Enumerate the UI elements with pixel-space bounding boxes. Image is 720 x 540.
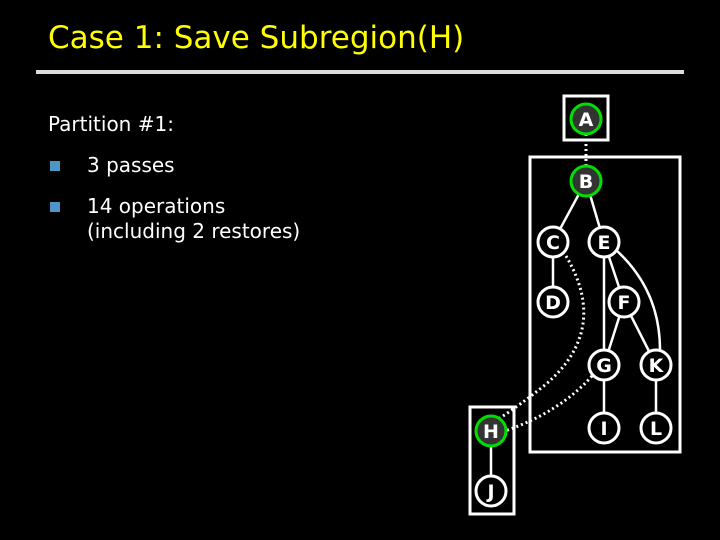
node-circle <box>587 411 621 445</box>
node-circle <box>536 285 570 319</box>
node-d: D <box>536 285 570 319</box>
node-label: H <box>483 421 499 443</box>
edge-b-e <box>589 195 601 228</box>
group-box-hj <box>468 405 516 516</box>
node-circle <box>639 348 673 382</box>
node-i: I <box>587 411 621 445</box>
node-g: G <box>587 348 621 382</box>
node-circle <box>587 348 621 382</box>
node-label: K <box>649 355 665 377</box>
bullet-square-icon <box>50 202 60 212</box>
edge-f-k <box>629 314 651 353</box>
edge-e-f <box>607 255 621 289</box>
node-label: J <box>485 481 494 503</box>
edge-g-h <box>504 375 594 433</box>
slide-title: Case 1: Save Subregion(H) <box>48 20 465 56</box>
node-f: F <box>607 285 641 319</box>
node-label: A <box>579 109 594 131</box>
node-label: D <box>545 292 561 314</box>
edge-b-c <box>559 193 580 230</box>
node-circle <box>474 414 508 448</box>
node-circle <box>607 285 641 319</box>
node-circle <box>569 102 603 136</box>
node-circle <box>587 225 621 259</box>
node-circle <box>639 411 673 445</box>
node-b: B <box>569 164 603 198</box>
node-l: L <box>639 411 673 445</box>
title-divider <box>36 70 684 74</box>
node-c: C <box>536 225 570 259</box>
bullet-square-icon <box>50 161 60 171</box>
node-a: A <box>569 102 603 136</box>
node-label: B <box>579 171 593 193</box>
bullet-text: 14 operations <box>87 194 226 218</box>
node-label: C <box>546 232 560 254</box>
group-box-bcdefgkil <box>528 155 682 454</box>
node-circle <box>536 225 570 259</box>
node-k: K <box>639 348 673 382</box>
node-label: L <box>650 418 662 440</box>
node-circle <box>474 474 508 508</box>
node-j: J <box>474 474 508 508</box>
edge-f-g <box>607 315 621 352</box>
node-e: E <box>587 225 621 259</box>
bullet-text: 3 passes <box>87 153 175 177</box>
node-label: G <box>596 355 612 377</box>
node-label: E <box>598 232 611 254</box>
edge-c-h <box>499 255 586 420</box>
bullet-text-continued: (including 2 restores) <box>87 219 301 243</box>
node-circle <box>569 164 603 198</box>
node-h: H <box>474 414 508 448</box>
partition-heading: Partition #1: <box>48 112 174 136</box>
edge-e-k <box>615 249 662 351</box>
node-label: I <box>600 418 607 440</box>
node-label: F <box>618 292 631 314</box>
